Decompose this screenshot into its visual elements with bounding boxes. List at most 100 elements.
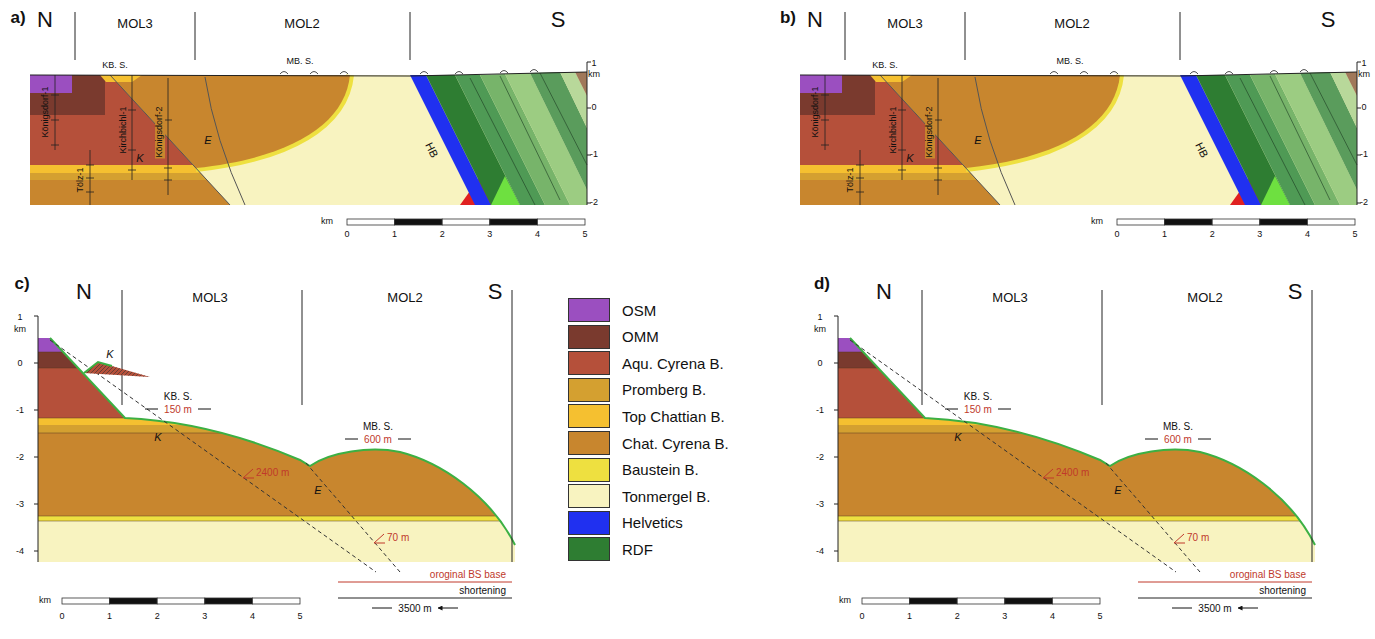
- section-label: 4: [535, 230, 540, 240]
- legend-text: Baustein B.: [622, 461, 699, 478]
- section-label: 1: [1361, 59, 1366, 69]
- section-label: E: [314, 484, 321, 496]
- section-label: K: [906, 152, 913, 164]
- legend-swatch: [568, 511, 610, 535]
- section-label: MB. S.: [286, 57, 313, 67]
- section-label: K: [136, 152, 143, 164]
- section-label: 4: [250, 612, 255, 622]
- legend-text: RDF: [622, 541, 653, 558]
- section-label: b): [780, 9, 796, 28]
- section-label: S: [1288, 280, 1303, 304]
- section-label: MOL2: [284, 17, 319, 31]
- legend-row: OMM: [568, 325, 659, 349]
- section-label: 5: [1097, 612, 1102, 622]
- section-label: -1: [1360, 150, 1368, 160]
- section-label: MOL2: [387, 291, 422, 305]
- section-label: 3: [1257, 230, 1262, 240]
- legend-text: Aqu. Cyrena B.: [622, 355, 724, 372]
- legend-row: Promberg B.: [568, 378, 706, 402]
- section-label: 2: [1210, 230, 1215, 240]
- section-label: km: [839, 596, 851, 606]
- section-label: KB. S.: [872, 61, 898, 71]
- legend-text: Promberg B.: [622, 381, 706, 398]
- legend-swatch: [568, 404, 610, 428]
- section-label: -2: [1360, 198, 1368, 208]
- section-label: N: [37, 8, 53, 32]
- legend-row: Baustein B.: [568, 458, 699, 482]
- section-label: 150 m: [164, 404, 192, 415]
- section-label: 5: [297, 612, 302, 622]
- section-label: Tölz-1: [846, 167, 856, 192]
- section-label: MOL3: [192, 291, 227, 305]
- section-label: -1: [816, 406, 824, 416]
- section-label: oroginal BS base: [1230, 569, 1306, 580]
- section-label: 5: [1352, 230, 1357, 240]
- section-label: km: [39, 596, 51, 606]
- section-label: km: [1091, 217, 1103, 227]
- legend-row: Top Chattian B.: [568, 404, 725, 428]
- section-label: 1: [591, 59, 596, 69]
- section-label: 3500 m: [1198, 603, 1231, 614]
- section-label: MOL3: [887, 17, 922, 31]
- section-label: 2: [155, 612, 160, 622]
- section-label: a): [10, 9, 25, 28]
- section-label: 0: [344, 230, 349, 240]
- section-label: E: [204, 134, 211, 146]
- legend-text: OSM: [622, 302, 656, 319]
- section-label: N: [876, 280, 892, 304]
- section-label: -1: [590, 150, 598, 160]
- section-label: MOL2: [1187, 291, 1222, 305]
- legend-row: Tonmergel B.: [568, 484, 710, 508]
- section-label: 600 m: [1164, 434, 1192, 445]
- legend-text: Helvetics: [622, 514, 683, 531]
- section-label: Kirchbichl-1: [119, 106, 129, 153]
- section-label: -4: [16, 547, 24, 557]
- section-label: 1: [1162, 230, 1167, 240]
- section-label: 1: [107, 612, 112, 622]
- legend-row: RDF: [568, 537, 653, 561]
- section-label: 0: [591, 103, 596, 113]
- section-label: 70 m: [1187, 532, 1209, 543]
- section-label: K: [106, 348, 113, 360]
- section-label: -1: [16, 406, 24, 416]
- section-label: MB. S.: [363, 421, 393, 432]
- legend-text: Tonmergel B.: [622, 488, 710, 505]
- section-label: d): [814, 275, 830, 294]
- section-label: Kirchbichl-1: [889, 106, 899, 153]
- section-label: -2: [16, 453, 24, 463]
- section-label: 0: [1361, 103, 1366, 113]
- section-label: MOL2: [1054, 17, 1089, 31]
- section-label: km: [1358, 70, 1370, 80]
- legend-swatch: [568, 458, 610, 482]
- legend-swatch: [568, 298, 610, 322]
- legend-row: Helvetics: [568, 511, 683, 535]
- section-label: 3: [202, 612, 207, 622]
- legend-swatch: [568, 537, 610, 561]
- section-label: -3: [816, 500, 824, 510]
- section-label: km: [321, 217, 333, 227]
- section-label: shortening: [459, 585, 506, 596]
- section-label: -4: [816, 547, 824, 557]
- section-label: 70 m: [387, 532, 409, 543]
- section-label: S: [1321, 8, 1336, 32]
- section-label: shortening: [1259, 585, 1306, 596]
- section-label: KB. S.: [102, 61, 128, 71]
- section-label: MB. S.: [1163, 421, 1193, 432]
- section-label: MB. S.: [1056, 57, 1083, 67]
- section-label: 0: [817, 359, 822, 369]
- section-label: 150 m: [964, 404, 992, 415]
- section-label: KB. S.: [964, 391, 992, 402]
- section-label: 0: [17, 359, 22, 369]
- section-label: 2: [440, 230, 445, 240]
- section-label: -2: [590, 198, 598, 208]
- section-label: 2: [955, 612, 960, 622]
- legend-row: Aqu. Cyrena B.: [568, 351, 724, 375]
- section-label: 0: [859, 612, 864, 622]
- legend-swatch: [568, 378, 610, 402]
- section-label: 1: [392, 230, 397, 240]
- legend-row: Chat. Cyrena B.: [568, 431, 729, 455]
- section-label: 2400 m: [1056, 467, 1089, 478]
- section-label: km: [14, 325, 26, 335]
- section-label: 3500 m: [398, 603, 431, 614]
